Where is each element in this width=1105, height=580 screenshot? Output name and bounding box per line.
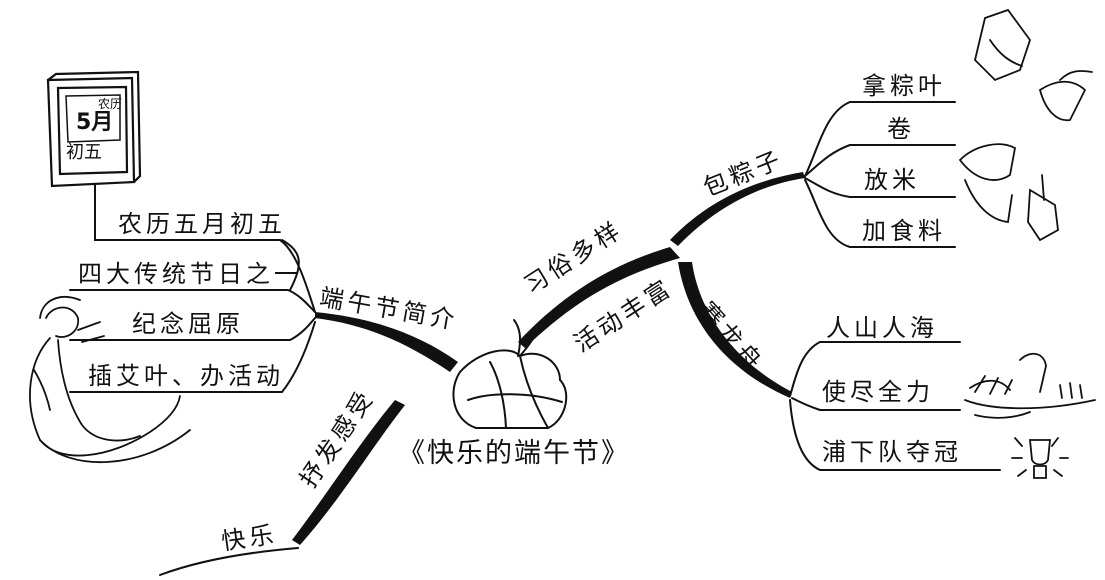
intro-item-4: 插艾叶、办活动 (88, 362, 284, 390)
dragon-item-3: 浦下队夺冠 (822, 438, 962, 466)
dragon-boat-icon (964, 352, 1096, 419)
central-title: 《快乐的端午节》 (398, 438, 630, 469)
qu-yuan-figure (29, 296, 191, 463)
branch-feelings-stroke (292, 400, 405, 545)
calendar-day-text: 初五 (66, 142, 102, 163)
branch-zongzi-stroke (670, 172, 805, 246)
dragon-item-2: 使尽全力 (822, 378, 934, 406)
calendar-icon (46, 70, 142, 188)
trophy-icon (1011, 437, 1069, 479)
zongzi-item-3: 放米 (864, 166, 920, 194)
branch-happy-line (159, 547, 299, 576)
branch-dragon-stroke (678, 262, 792, 398)
dragon-item-1: 人山人海 (826, 314, 938, 342)
leaf-wrapping-icons (958, 8, 1093, 242)
zongzi-item-1: 拿粽叶 (862, 72, 946, 100)
branch-happy-label: 快乐 (219, 520, 280, 556)
calendar-month-text: 5月 (76, 110, 114, 135)
intro-underlines (69, 184, 316, 393)
zongzi-item-2: 卷 (887, 115, 915, 143)
dragon-underlines (789, 341, 1001, 471)
branch-intro-stroke (315, 312, 458, 372)
zongzi-icon (452, 319, 568, 429)
intro-item-3: 纪念屈原 (132, 310, 244, 338)
intro-item-2: 四大传统节日之一 (78, 260, 302, 288)
zongzi-item-4: 加食料 (862, 217, 946, 245)
calendar-lunar-text: 农历 (98, 97, 123, 111)
zongzi-underlines (804, 101, 956, 248)
intro-item-1: 农历五月初五 (118, 210, 286, 238)
